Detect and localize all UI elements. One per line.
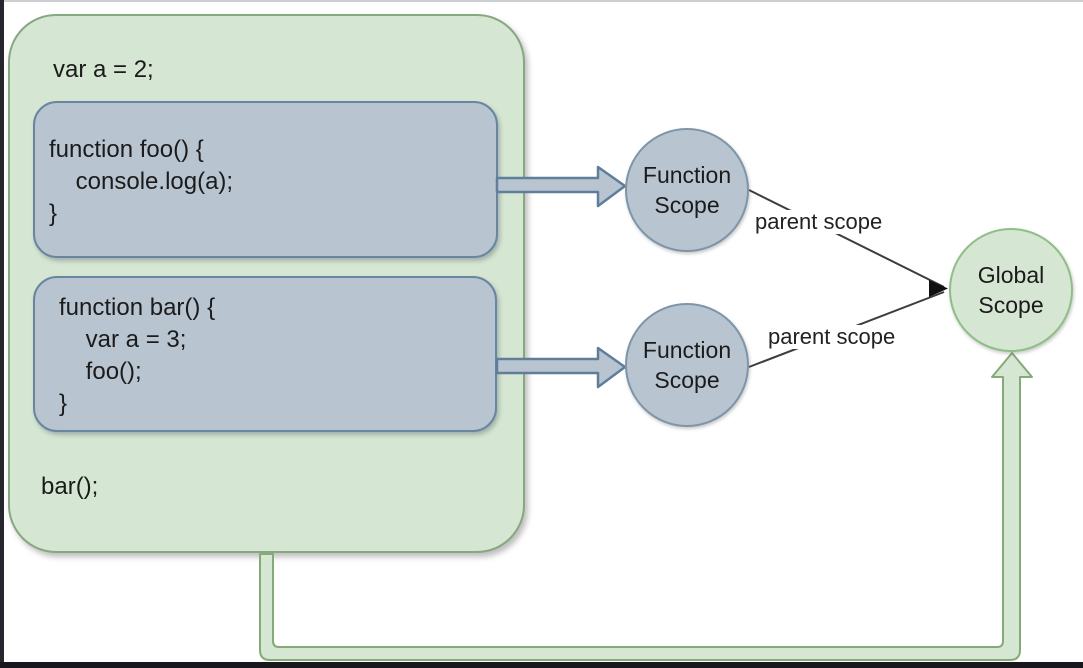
foo-scope-node: Function Scope (625, 128, 749, 252)
foo-function-code-box: function foo() { console.log(a); } (33, 101, 498, 258)
code-line: console.log(a); (49, 168, 234, 195)
bar-function-code-box: function bar() { var a = 3; foo(); } (33, 276, 497, 432)
code-var-declaration: var a = 2; (53, 56, 154, 83)
node-label-line: Function (642, 162, 732, 188)
code-line: } (49, 200, 58, 227)
node-label-line: Scope (654, 192, 720, 218)
code-line: foo(); (59, 358, 142, 385)
code-line: } (59, 390, 68, 417)
parent-scope-arrowhead-icon (929, 280, 948, 297)
foo-parent-scope-line (748, 189, 945, 288)
code-line: var a = 3; (59, 326, 187, 353)
node-label-line: Global (977, 262, 1045, 288)
window-edge-bottom (0, 662, 1083, 668)
window-edge-top (0, 0, 1083, 2)
node-label-line: Scope (978, 292, 1044, 318)
window-edge-left (0, 0, 4, 668)
global-scope-node: Global Scope (949, 228, 1073, 352)
node-label-line: Scope (654, 367, 720, 393)
parent-scope-label-foo: parent scope (752, 210, 886, 234)
node-label-line: Function (642, 337, 732, 363)
code-line: function bar() { (59, 294, 216, 321)
code-line: function foo() { (49, 136, 204, 163)
parent-scope-label-bar: parent scope (765, 325, 899, 349)
code-bar-call: bar(); (41, 473, 99, 500)
bar-scope-node: Function Scope (625, 303, 749, 427)
